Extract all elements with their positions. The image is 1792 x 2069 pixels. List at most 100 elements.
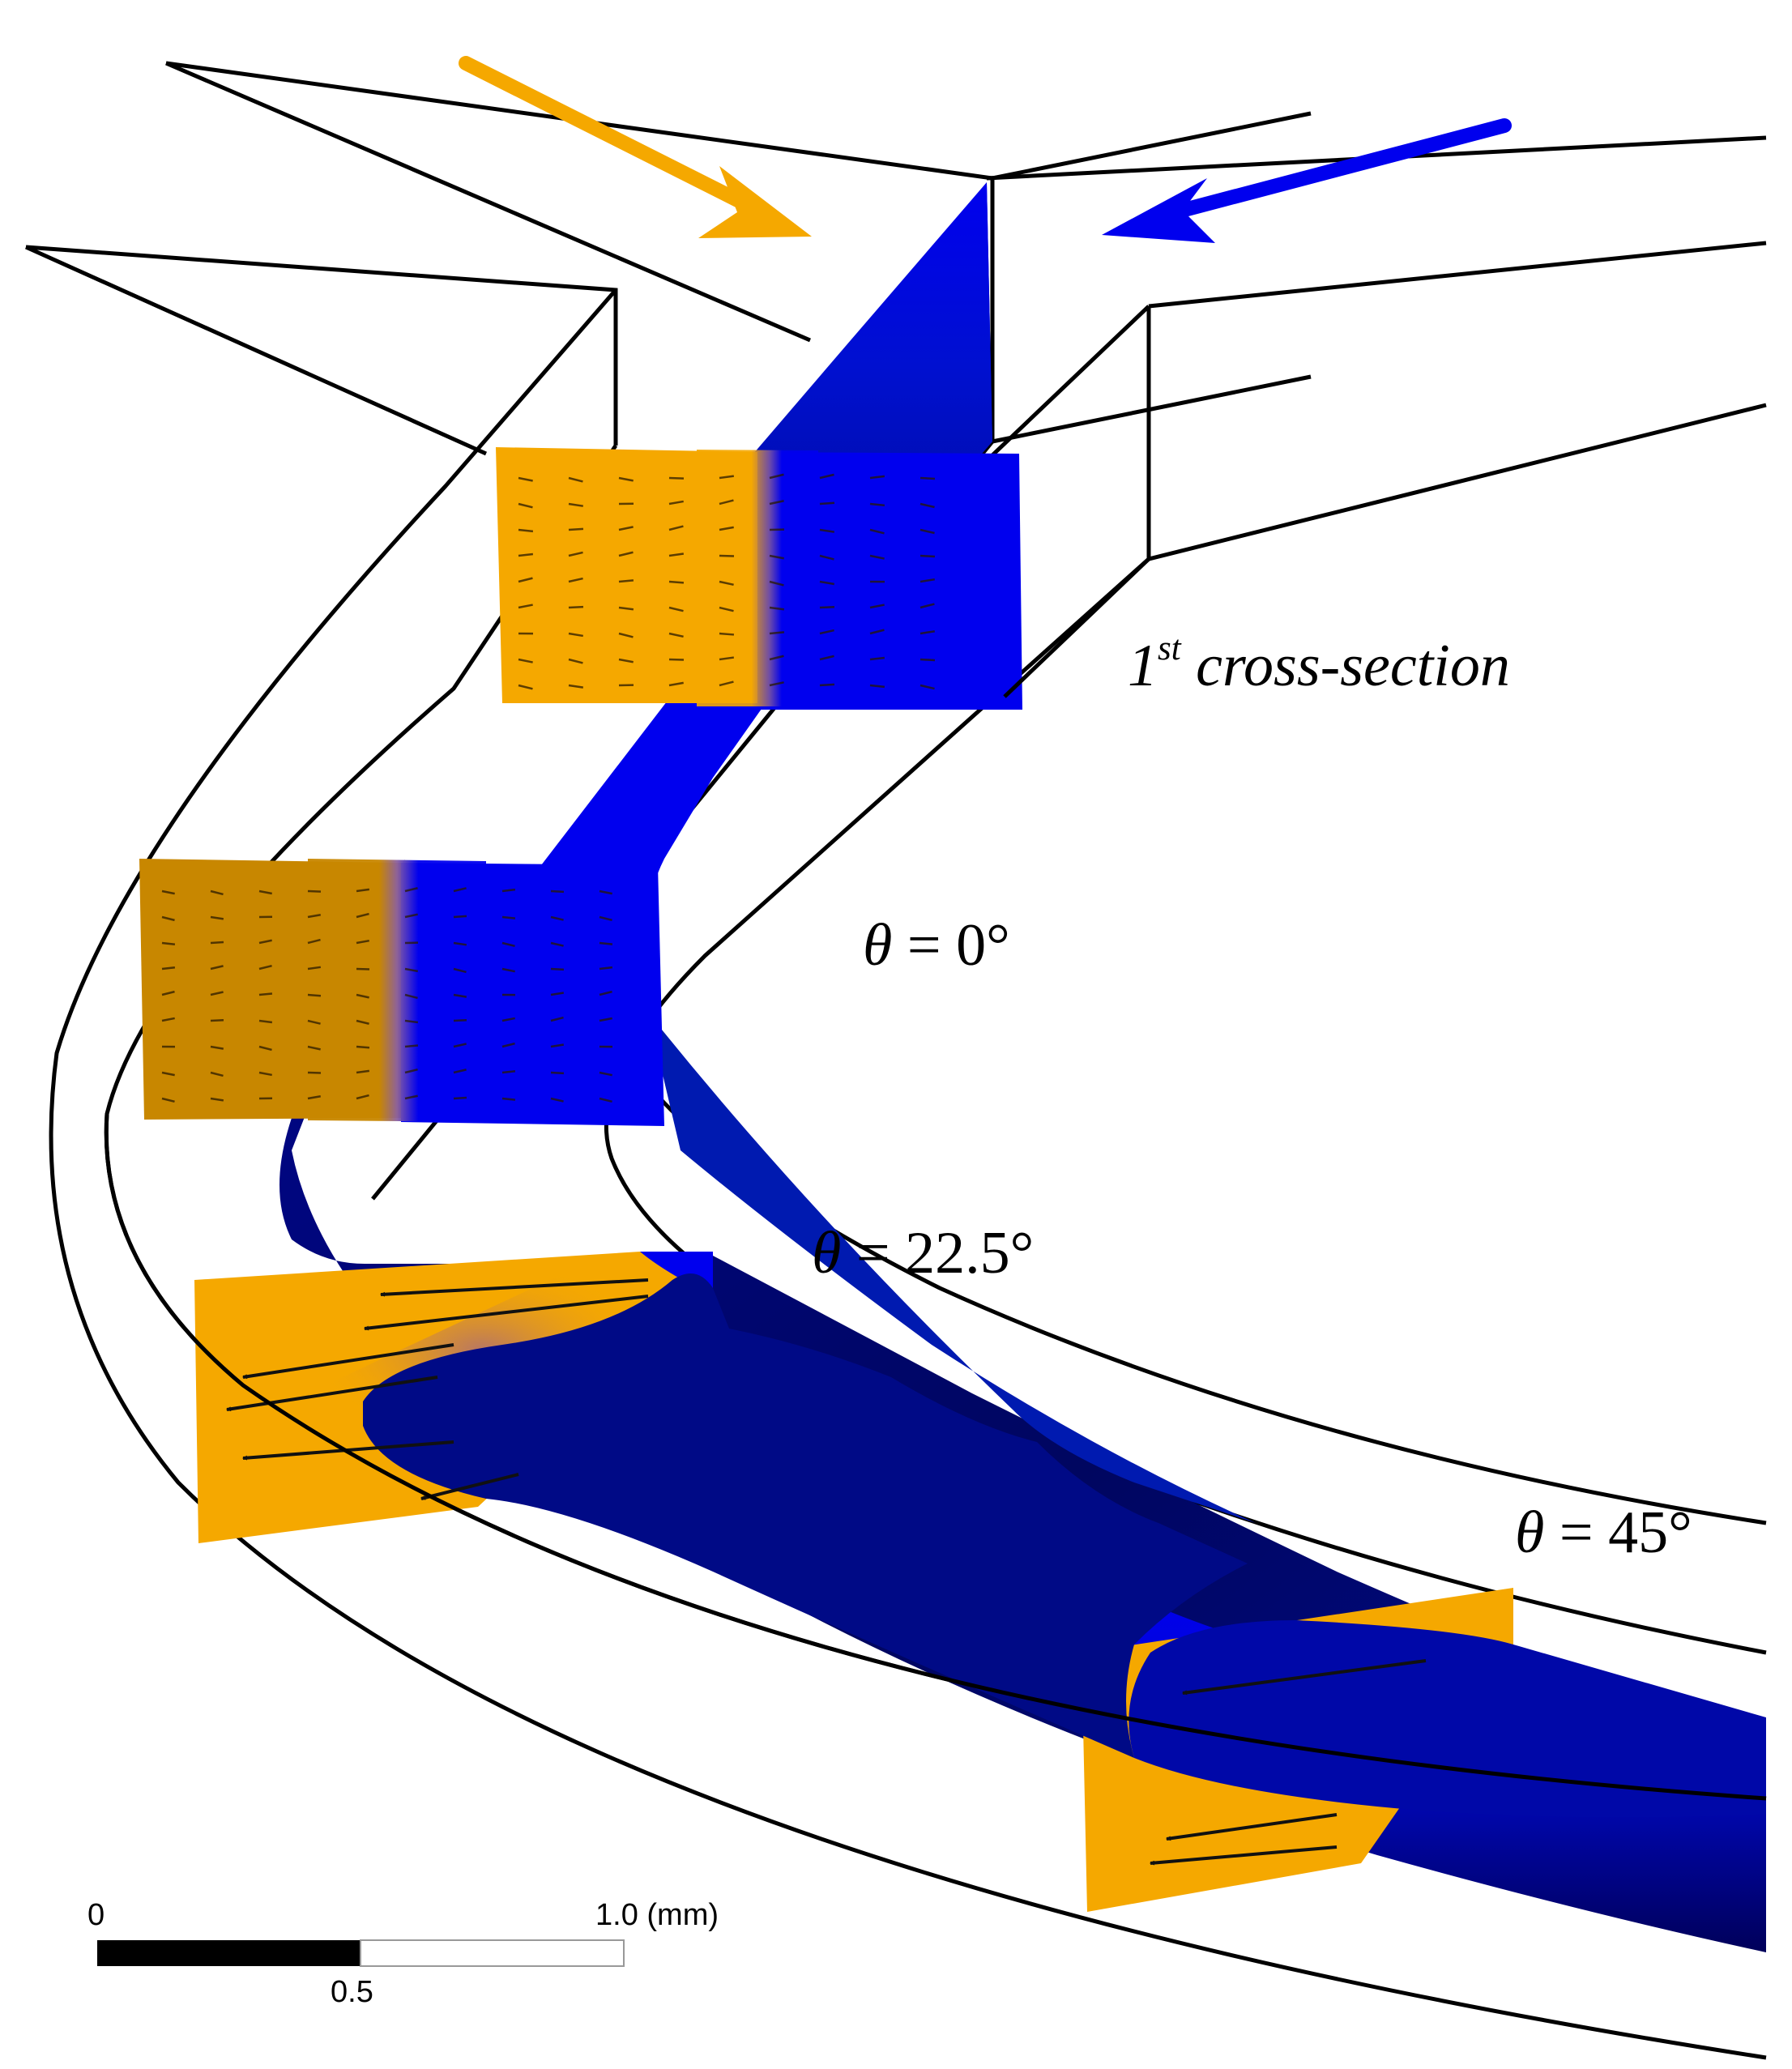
velocity-vector (404, 1044, 419, 1048)
velocity-vector (453, 1019, 467, 1022)
velocity-vector (210, 941, 224, 945)
velocity-vector (501, 1017, 515, 1022)
velocity-vector (307, 938, 321, 945)
velocity-vector (210, 1019, 224, 1022)
velocity-vector (819, 580, 834, 586)
velocity-vector (769, 554, 784, 560)
velocity-vector (769, 655, 784, 661)
velocity-vector (919, 476, 936, 480)
velocity-vector (453, 967, 467, 974)
velocity-vector (161, 941, 176, 945)
velocity-vector (307, 914, 321, 919)
velocity-vector (919, 502, 935, 509)
velocity-vectors (161, 473, 936, 1103)
velocity-vector (161, 915, 175, 922)
velocity-vector (161, 1017, 175, 1022)
velocity-vector (518, 502, 533, 509)
cross-section-2 (139, 859, 664, 1126)
velocity-vector (668, 632, 684, 638)
velocity-vector (501, 941, 515, 948)
channel-outline-front (104, 557, 1767, 1801)
velocity-vector (161, 1097, 175, 1103)
velocity-vector (869, 629, 885, 635)
velocity-vector (258, 964, 272, 971)
velocity-vector (258, 1045, 272, 1052)
velocity-vector (919, 658, 936, 662)
velocity-vector (550, 967, 565, 971)
velocity-vector (258, 1019, 273, 1024)
velocity-vector (453, 1069, 467, 1074)
inlet-arrow-blue (1102, 118, 1512, 243)
velocity-vector (668, 552, 685, 557)
velocity-vector (210, 991, 224, 996)
cross-section-1 (496, 447, 1022, 710)
velocity-vector (550, 1043, 565, 1048)
velocity-vector (518, 604, 533, 609)
inlet-arrow-orange (459, 56, 812, 238)
velocity-vector (518, 552, 534, 557)
velocity-vector (719, 580, 734, 587)
velocity-vector (501, 967, 515, 973)
velocity-vector (356, 993, 369, 999)
velocity-vector (769, 606, 785, 611)
velocity-vector (568, 684, 583, 689)
velocity-vector (719, 606, 734, 612)
velocity-vector (453, 887, 467, 893)
velocity-vector (618, 579, 634, 583)
scale-label-end: 1.0 (mm) (595, 1898, 719, 1932)
velocity-vector (501, 1042, 515, 1048)
velocity-vectors-strong (226, 1278, 1427, 1866)
velocity-vector (599, 966, 613, 971)
velocity-vector (258, 939, 272, 945)
velocity-vector (668, 658, 685, 661)
velocity-vector (719, 554, 735, 557)
velocity-vector (869, 684, 885, 689)
velocity-vector (869, 502, 885, 507)
velocity-vector (919, 578, 935, 583)
velocity-vector (919, 528, 935, 535)
velocity-vector (307, 966, 322, 971)
velocity-vector (719, 475, 735, 480)
velocity-vector (618, 476, 634, 482)
velocity-vector (719, 499, 734, 506)
velocity-vector (307, 993, 322, 997)
velocity-vector (719, 680, 734, 687)
velocity-vector (568, 658, 583, 664)
velocity-vector (550, 1097, 564, 1103)
velocity-vector (404, 1068, 418, 1074)
velocity-vector (668, 681, 684, 687)
velocity-vector (356, 1094, 369, 1100)
velocity-vector (869, 554, 885, 560)
velocity-vector (568, 551, 583, 557)
velocity-vector (618, 606, 634, 611)
label-theta-0: θ = 0° (863, 912, 1010, 979)
velocity-vector (404, 1019, 419, 1024)
velocity-vector (453, 941, 467, 946)
velocity-vector (819, 501, 835, 506)
velocity-vector (404, 1094, 418, 1100)
velocity-vector (501, 1069, 516, 1074)
velocity-vector (599, 1071, 612, 1077)
velocity-vector (568, 476, 583, 483)
velocity-vector (210, 889, 224, 896)
velocity-vector (307, 1019, 321, 1025)
velocity-vector (258, 889, 272, 895)
velocity-vector (307, 1045, 321, 1051)
velocity-vector (161, 889, 175, 895)
velocity-vector (599, 990, 612, 996)
scale-bar-empty (360, 1939, 625, 1967)
velocity-vector (518, 684, 533, 690)
velocity-vector (869, 528, 885, 535)
velocity-vector (501, 888, 516, 893)
velocity-vector (307, 1094, 321, 1100)
scale-label-mid: 0.5 (331, 1975, 373, 2009)
scale-label-start: 0 (87, 1898, 105, 1932)
velocity-vector (550, 1016, 564, 1022)
velocity-vector (501, 915, 516, 919)
velocity-vector (210, 1071, 224, 1077)
velocity-vector (356, 1019, 369, 1025)
velocity-vector (568, 577, 583, 583)
velocity-vector (668, 476, 685, 480)
velocity-vector (518, 577, 533, 583)
velocity-vector (453, 915, 467, 919)
